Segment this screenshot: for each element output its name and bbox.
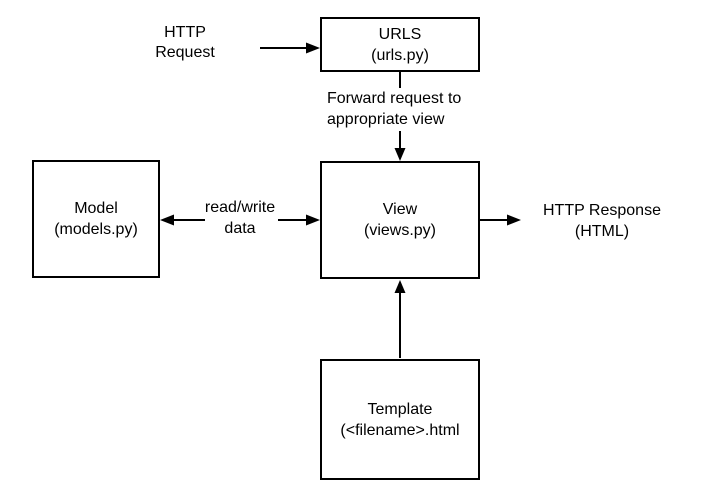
http-response-label: HTTP Response (HTML) bbox=[522, 200, 682, 242]
forward-request-label: Forward request to appropriate view bbox=[327, 88, 461, 130]
urls-box-filename: (urls.py) bbox=[371, 46, 429, 64]
read-write-data-label: read/write data bbox=[190, 197, 290, 239]
template-box-filename: (<filename>.html bbox=[340, 421, 460, 439]
read-write-data-label-line2: data bbox=[224, 220, 256, 237]
urls-box-title: URLS bbox=[378, 25, 422, 43]
arrow-http-request-to-urls bbox=[260, 42, 320, 54]
read-write-data-label-line1: read/write bbox=[204, 199, 276, 216]
model-box-title: Model bbox=[74, 200, 118, 217]
template-box-title: Template bbox=[367, 400, 433, 418]
http-response-label-line1: HTTP Response bbox=[543, 202, 661, 219]
http-request-label-line1: HTTP bbox=[164, 24, 206, 41]
arrow-view-to-response bbox=[480, 214, 521, 226]
arrow-urls-to-view bbox=[394, 72, 406, 161]
arrow-model-view-bidirectional bbox=[160, 214, 320, 226]
view-box-filename: (views.py) bbox=[363, 222, 436, 239]
arrow-template-to-view bbox=[394, 280, 406, 358]
model-box-filename: (models.py) bbox=[54, 221, 138, 238]
forward-request-label-line1: Forward request to bbox=[327, 90, 462, 107]
template-box: Template (<filename>.html bbox=[320, 359, 480, 480]
view-box: View (views.py) bbox=[320, 161, 480, 279]
http-request-label-line2: Request bbox=[155, 44, 215, 61]
view-box-title: View bbox=[382, 201, 418, 218]
http-response-label-line2: (HTML) bbox=[574, 223, 630, 240]
http-request-label: HTTP Request bbox=[125, 23, 245, 63]
model-box: Model (models.py) bbox=[32, 160, 160, 278]
forward-request-label-line2: appropriate view bbox=[327, 111, 445, 128]
urls-box: URLS (urls.py) bbox=[320, 17, 480, 72]
